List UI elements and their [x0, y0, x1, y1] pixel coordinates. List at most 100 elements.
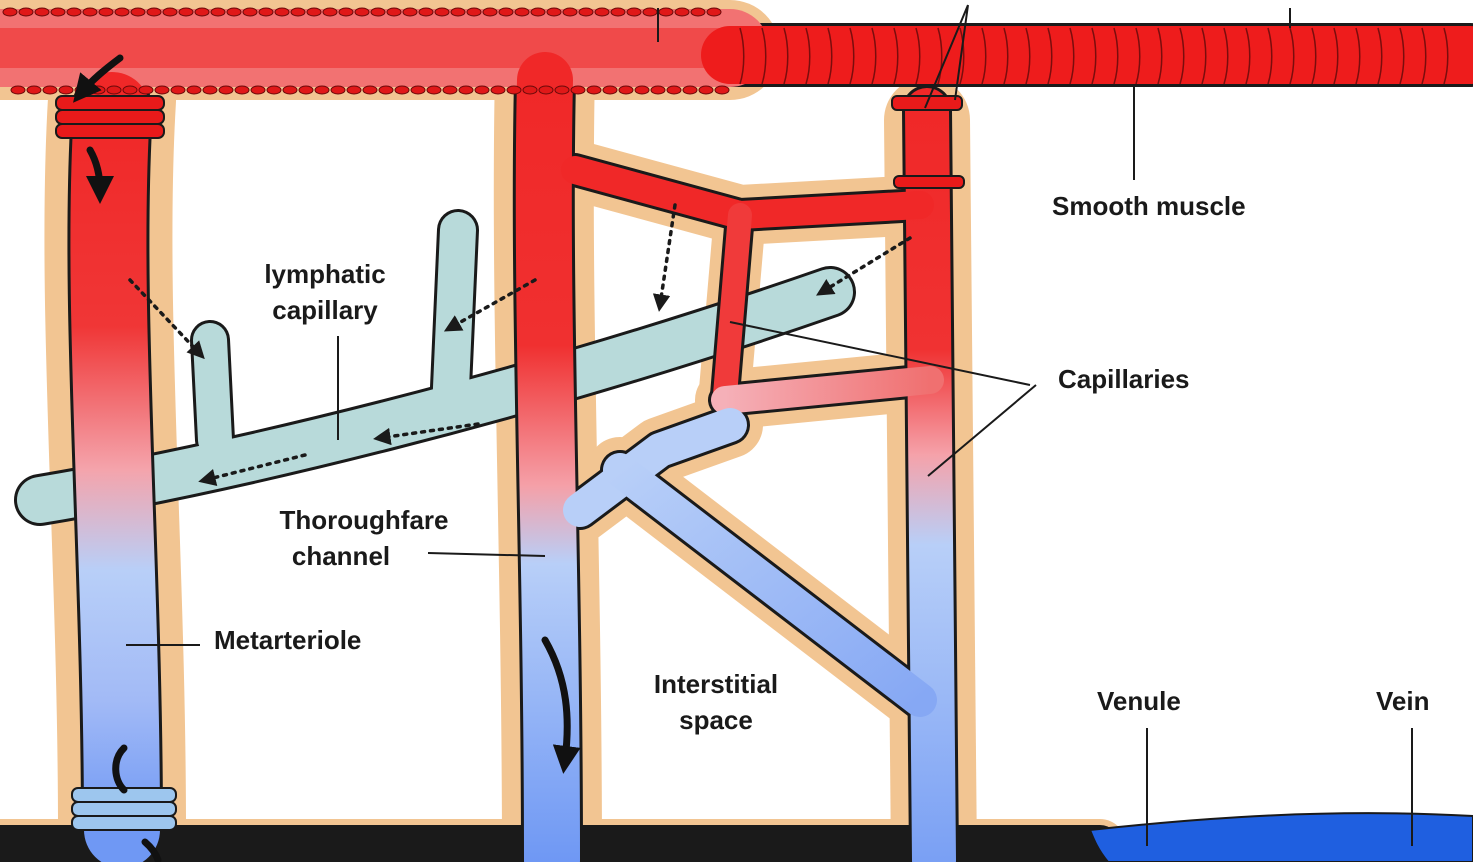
endothelial-cell [107, 86, 121, 94]
endothelial-cell [451, 8, 465, 16]
endothelial-cell [379, 86, 393, 94]
endothelial-cell [43, 86, 57, 94]
endothelial-cell [331, 86, 345, 94]
endothelial-cell [259, 8, 273, 16]
endothelial-cell [491, 86, 505, 94]
endothelial-cell [699, 86, 713, 94]
endothelial-cell [563, 8, 577, 16]
endothelial-cell [323, 8, 337, 16]
label-interstitial-line1: Interstitial [634, 666, 798, 702]
endothelial-cell [475, 86, 489, 94]
endothelial-cell [179, 8, 193, 16]
venous-sphincter [72, 788, 176, 830]
endothelial-cell [427, 86, 441, 94]
endothelial-cell [299, 86, 313, 94]
endothelial-cell [715, 86, 729, 94]
endothelial-cell [163, 8, 177, 16]
label-vein: Vein [1376, 683, 1429, 719]
endothelial-cell [659, 8, 673, 16]
endothelial-cell [315, 86, 329, 94]
label-thoroughfare-channel: Thoroughfare channel [258, 502, 470, 574]
endothelial-cell [579, 8, 593, 16]
endothelial-cell [635, 86, 649, 94]
endothelial-cell [19, 8, 33, 16]
label-venule: Venule [1097, 683, 1181, 719]
endothelial-cell [627, 8, 641, 16]
endothelial-cell [3, 8, 17, 16]
endothelial-cell [571, 86, 585, 94]
endothelial-cell [531, 8, 545, 16]
label-interstitial-space: Interstitial space [634, 666, 798, 738]
endothelial-cell [619, 86, 633, 94]
endothelial-cell [339, 8, 353, 16]
endothelial-cell [235, 86, 249, 94]
endothelial-cell [115, 8, 129, 16]
endothelial-cell [227, 8, 241, 16]
endothelial-cell [123, 86, 137, 94]
endothelial-cell [67, 8, 81, 16]
label-smooth-muscle: Smooth muscle [1052, 188, 1246, 224]
endothelial-cell [683, 86, 697, 94]
endothelial-cell [155, 86, 169, 94]
endothelial-cell [219, 86, 233, 94]
endothelial-cell [539, 86, 553, 94]
endothelial-cell [675, 8, 689, 16]
endothelial-cell [251, 86, 265, 94]
endothelial-cell [547, 8, 561, 16]
endothelial-cell [195, 8, 209, 16]
endothelial-cell [211, 8, 225, 16]
endothelial-cell [35, 8, 49, 16]
label-metarteriole: Metarteriole [214, 622, 361, 658]
endothelial-cell [51, 8, 65, 16]
endothelial-cell [691, 8, 705, 16]
endothelial-cell [595, 8, 609, 16]
endothelial-cell [99, 8, 113, 16]
endothelial-cell [387, 8, 401, 16]
endothelial-cell [411, 86, 425, 94]
label-interstitial-line2: space [634, 702, 798, 738]
endothelial-cell [419, 8, 433, 16]
endothelial-cell [363, 86, 377, 94]
precapillary-sphincter-left [56, 96, 164, 138]
label-lymphatic-capillary: lymphatic capillary [250, 256, 400, 328]
endothelial-cell [611, 8, 625, 16]
endothelial-cell [587, 86, 601, 94]
endothelial-cell [307, 8, 321, 16]
endothelial-cell [651, 86, 665, 94]
endothelial-cell [555, 86, 569, 94]
endothelial-cell [347, 86, 361, 94]
endothelial-cell [83, 8, 97, 16]
endothelial-cell [291, 8, 305, 16]
endothelial-cell [483, 8, 497, 16]
endothelial-cell [515, 8, 529, 16]
endothelial-cell [11, 86, 25, 94]
endothelial-cell [267, 86, 281, 94]
endothelial-cell [507, 86, 521, 94]
endothelial-cell [667, 86, 681, 94]
endothelial-cell [91, 86, 105, 94]
endothelial-cell [283, 86, 297, 94]
endothelial-cell [435, 8, 449, 16]
endothelial-cell [355, 8, 369, 16]
endothelial-cell [459, 86, 473, 94]
endothelial-cell [203, 86, 217, 94]
endothelial-cell [443, 86, 457, 94]
endothelial-cell [147, 8, 161, 16]
label-capillaries: Capillaries [1058, 361, 1190, 397]
label-lymphatic-line1: lymphatic [250, 256, 400, 292]
endothelial-cell [603, 86, 617, 94]
endothelial-cell [131, 8, 145, 16]
endothelial-cell [643, 8, 657, 16]
label-lymphatic-line2: capillary [250, 292, 400, 328]
endothelial-cell [171, 86, 185, 94]
endothelial-cell [139, 86, 153, 94]
endothelial-cell [59, 86, 73, 94]
endothelial-cell [499, 8, 513, 16]
endothelial-cell [243, 8, 257, 16]
endothelial-cell [275, 8, 289, 16]
endothelial-cell [395, 86, 409, 94]
endothelial-cell [707, 8, 721, 16]
endothelial-cell [371, 8, 385, 16]
endothelial-cell [403, 8, 417, 16]
label-thoroughfare-line1: Thoroughfare [258, 502, 470, 538]
